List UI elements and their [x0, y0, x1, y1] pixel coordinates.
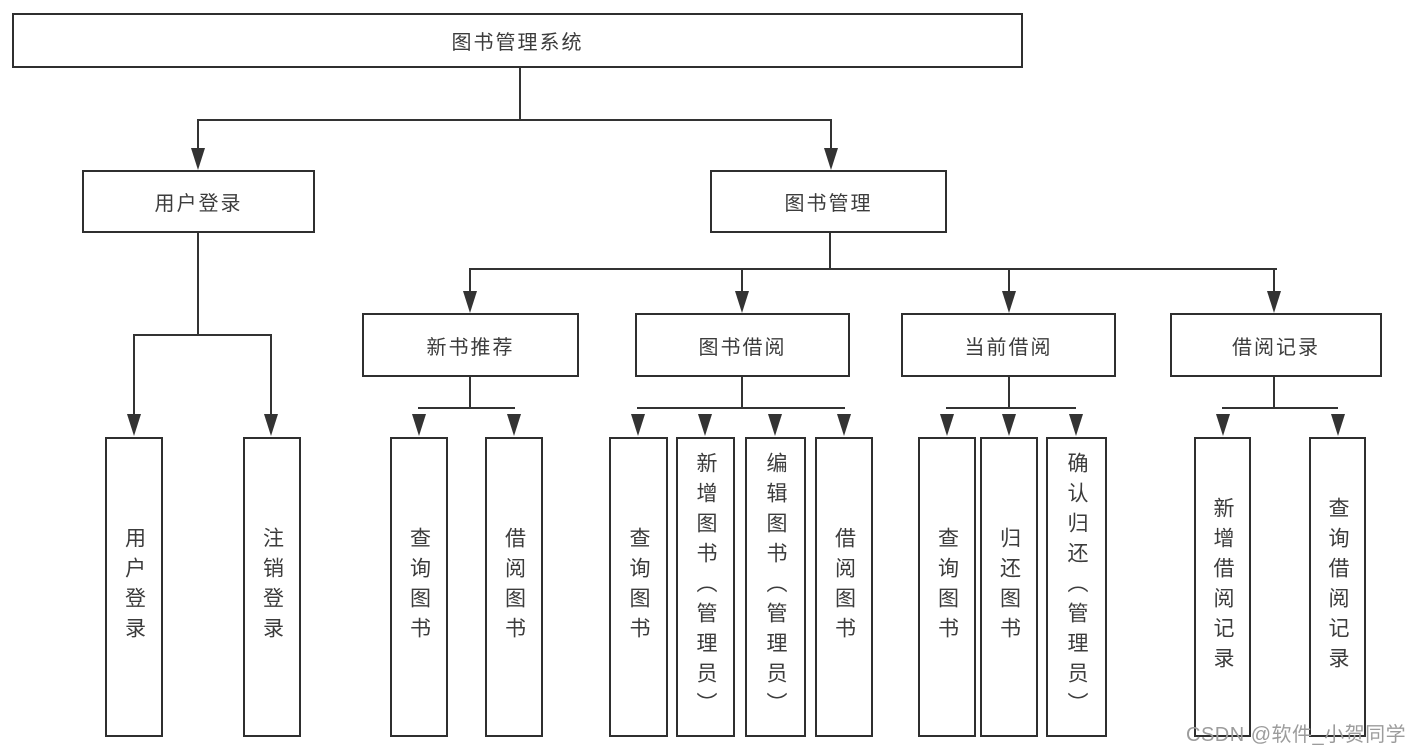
leaf-user-login: 用户登录	[105, 437, 163, 737]
leaf-new-book-borrow-books: 借阅图书	[485, 437, 543, 737]
arrow-borrow-leaf-2	[698, 414, 712, 436]
arrow-records-leaf-2	[1331, 414, 1345, 436]
watermark: CSDN @软件_小贺同学	[1186, 724, 1405, 746]
arrow-records-leaf-1	[1216, 414, 1230, 436]
connector-new-book-stem	[469, 377, 471, 409]
connector-root-stem	[519, 68, 521, 120]
arrow-to-leaf-login	[127, 414, 141, 436]
connector-user-login-stem	[197, 233, 199, 336]
connector-current-stem	[1008, 377, 1010, 409]
arrow-new-book-leaf-1	[412, 414, 426, 436]
connector-book-mgmt-stem	[829, 233, 831, 270]
arrow-current-leaf-3	[1069, 414, 1083, 436]
connector-current-drop	[1008, 268, 1010, 293]
connector-current-branch	[946, 407, 1076, 409]
connector-user-login-branch	[133, 334, 272, 336]
leaf-borrow-edit-books-admin: 编辑图书（管理员）	[745, 437, 806, 737]
node-book-borrow: 图书借阅	[635, 313, 850, 377]
leaf-records-query-record: 查询借阅记录	[1309, 437, 1366, 737]
leaf-borrow-query-books: 查询图书	[609, 437, 668, 737]
node-new-book-recommend: 新书推荐	[362, 313, 579, 377]
connector-user-login-drop	[197, 119, 199, 150]
connector-root-branch	[197, 119, 831, 121]
node-borrow-records: 借阅记录	[1170, 313, 1382, 377]
leaf-new-book-query-books: 查询图书	[390, 437, 448, 737]
arrow-borrow-leaf-1	[631, 414, 645, 436]
arrow-borrow-leaf-4	[837, 414, 851, 436]
node-book-management: 图书管理	[710, 170, 947, 233]
arrow-new-book-leaf-2	[507, 414, 521, 436]
arrow-to-borrow	[735, 291, 749, 313]
arrow-to-book-mgmt	[824, 148, 838, 170]
connector-leaf-login-drop	[133, 334, 135, 414]
connector-records-stem	[1273, 377, 1275, 409]
arrow-current-leaf-2	[1002, 414, 1016, 436]
connector-records-branch	[1222, 407, 1338, 409]
connector-borrow-branch	[637, 407, 845, 409]
node-library-system: 图书管理系统	[12, 13, 1023, 68]
connector-book-mgmt-branch	[469, 268, 1277, 270]
connector-new-book-drop	[469, 268, 471, 293]
arrow-to-current	[1002, 291, 1016, 313]
arrow-to-new-book	[463, 291, 477, 313]
arrow-to-leaf-logout	[264, 414, 278, 436]
leaf-current-query-books: 查询图书	[918, 437, 976, 737]
connector-new-book-branch	[418, 407, 515, 409]
leaf-logout: 注销登录	[243, 437, 301, 737]
arrow-borrow-leaf-3	[768, 414, 782, 436]
node-user-login: 用户登录	[82, 170, 315, 233]
leaf-current-return-books: 归还图书	[980, 437, 1038, 737]
connector-borrow-stem	[741, 377, 743, 409]
leaf-records-add-record: 新增借阅记录	[1194, 437, 1251, 737]
leaf-borrow-add-books-admin: 新增图书（管理员）	[676, 437, 735, 737]
arrow-current-leaf-1	[940, 414, 954, 436]
arrow-to-user-login	[191, 148, 205, 170]
leaf-current-confirm-return-admin: 确认归还（管理员）	[1046, 437, 1107, 737]
connector-book-mgmt-drop	[830, 119, 832, 150]
leaf-borrow-borrow-books: 借阅图书	[815, 437, 873, 737]
node-current-borrow: 当前借阅	[901, 313, 1116, 377]
connector-borrow-drop	[741, 268, 743, 293]
connector-records-drop	[1273, 268, 1275, 293]
connector-leaf-logout-drop	[270, 334, 272, 414]
arrow-to-records	[1267, 291, 1281, 313]
